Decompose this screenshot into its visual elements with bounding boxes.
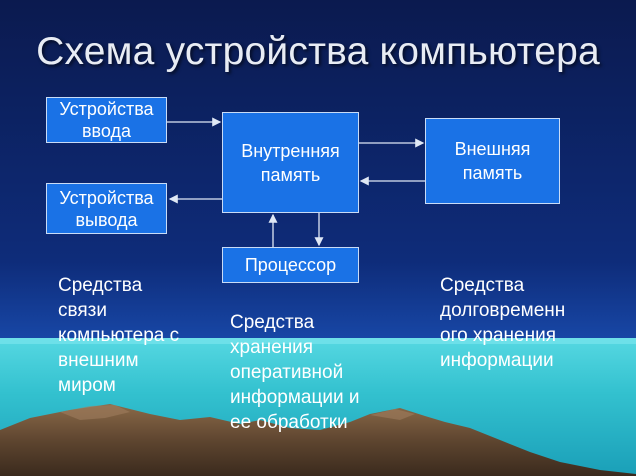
mountains — [0, 404, 636, 476]
page-title: Схема устройства компьютера — [36, 30, 600, 73]
output-devices-box: Устройства вывода — [46, 183, 167, 234]
internal-memory-label: Внутренняя память — [241, 140, 340, 185]
internal-memory-box: Внутренняя память — [222, 112, 359, 213]
output-devices-label: Устройства вывода — [59, 187, 154, 230]
processor-label: Процессор — [244, 255, 337, 275]
input-devices-box: Устройства ввода — [46, 97, 167, 143]
input-devices-label: Устройства ввода — [59, 99, 154, 141]
storage-means-caption: Средства долговременн ого хранения инфор… — [440, 275, 566, 371]
processing-means-caption: Средства хранения оперативной информации… — [230, 312, 360, 433]
external-memory-box: Внешняя память — [425, 118, 560, 204]
processor-box: Процессор — [222, 247, 359, 283]
io-means-caption: Средства связи компьютера с внешним миро… — [58, 275, 180, 396]
external-memory-label: Внешняя память — [454, 139, 531, 183]
